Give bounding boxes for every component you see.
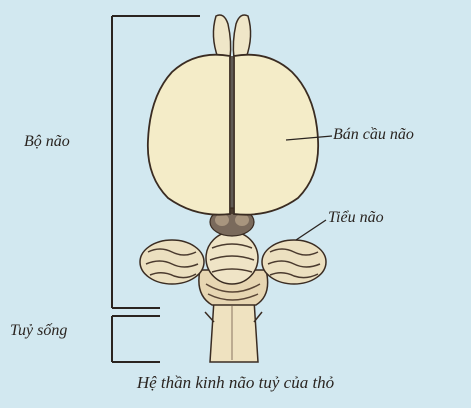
spinal-cord-shape: [205, 300, 262, 362]
cerebellum-shape: [140, 232, 326, 284]
label-spinal-cord: Tuỷ sống: [10, 322, 67, 340]
figure-caption: Hệ thần kinh não tuỷ của thỏ: [0, 373, 471, 393]
label-cerebellum: Tiểu não: [328, 209, 384, 227]
label-cerebral-hemisphere: Bán cầu não: [333, 126, 414, 144]
olfactory-bulbs-shape: [213, 15, 250, 58]
cerebral-hemispheres-shape: [148, 55, 318, 215]
spinal-cord-bracket: [112, 316, 160, 362]
label-brain: Bộ não: [24, 133, 70, 151]
